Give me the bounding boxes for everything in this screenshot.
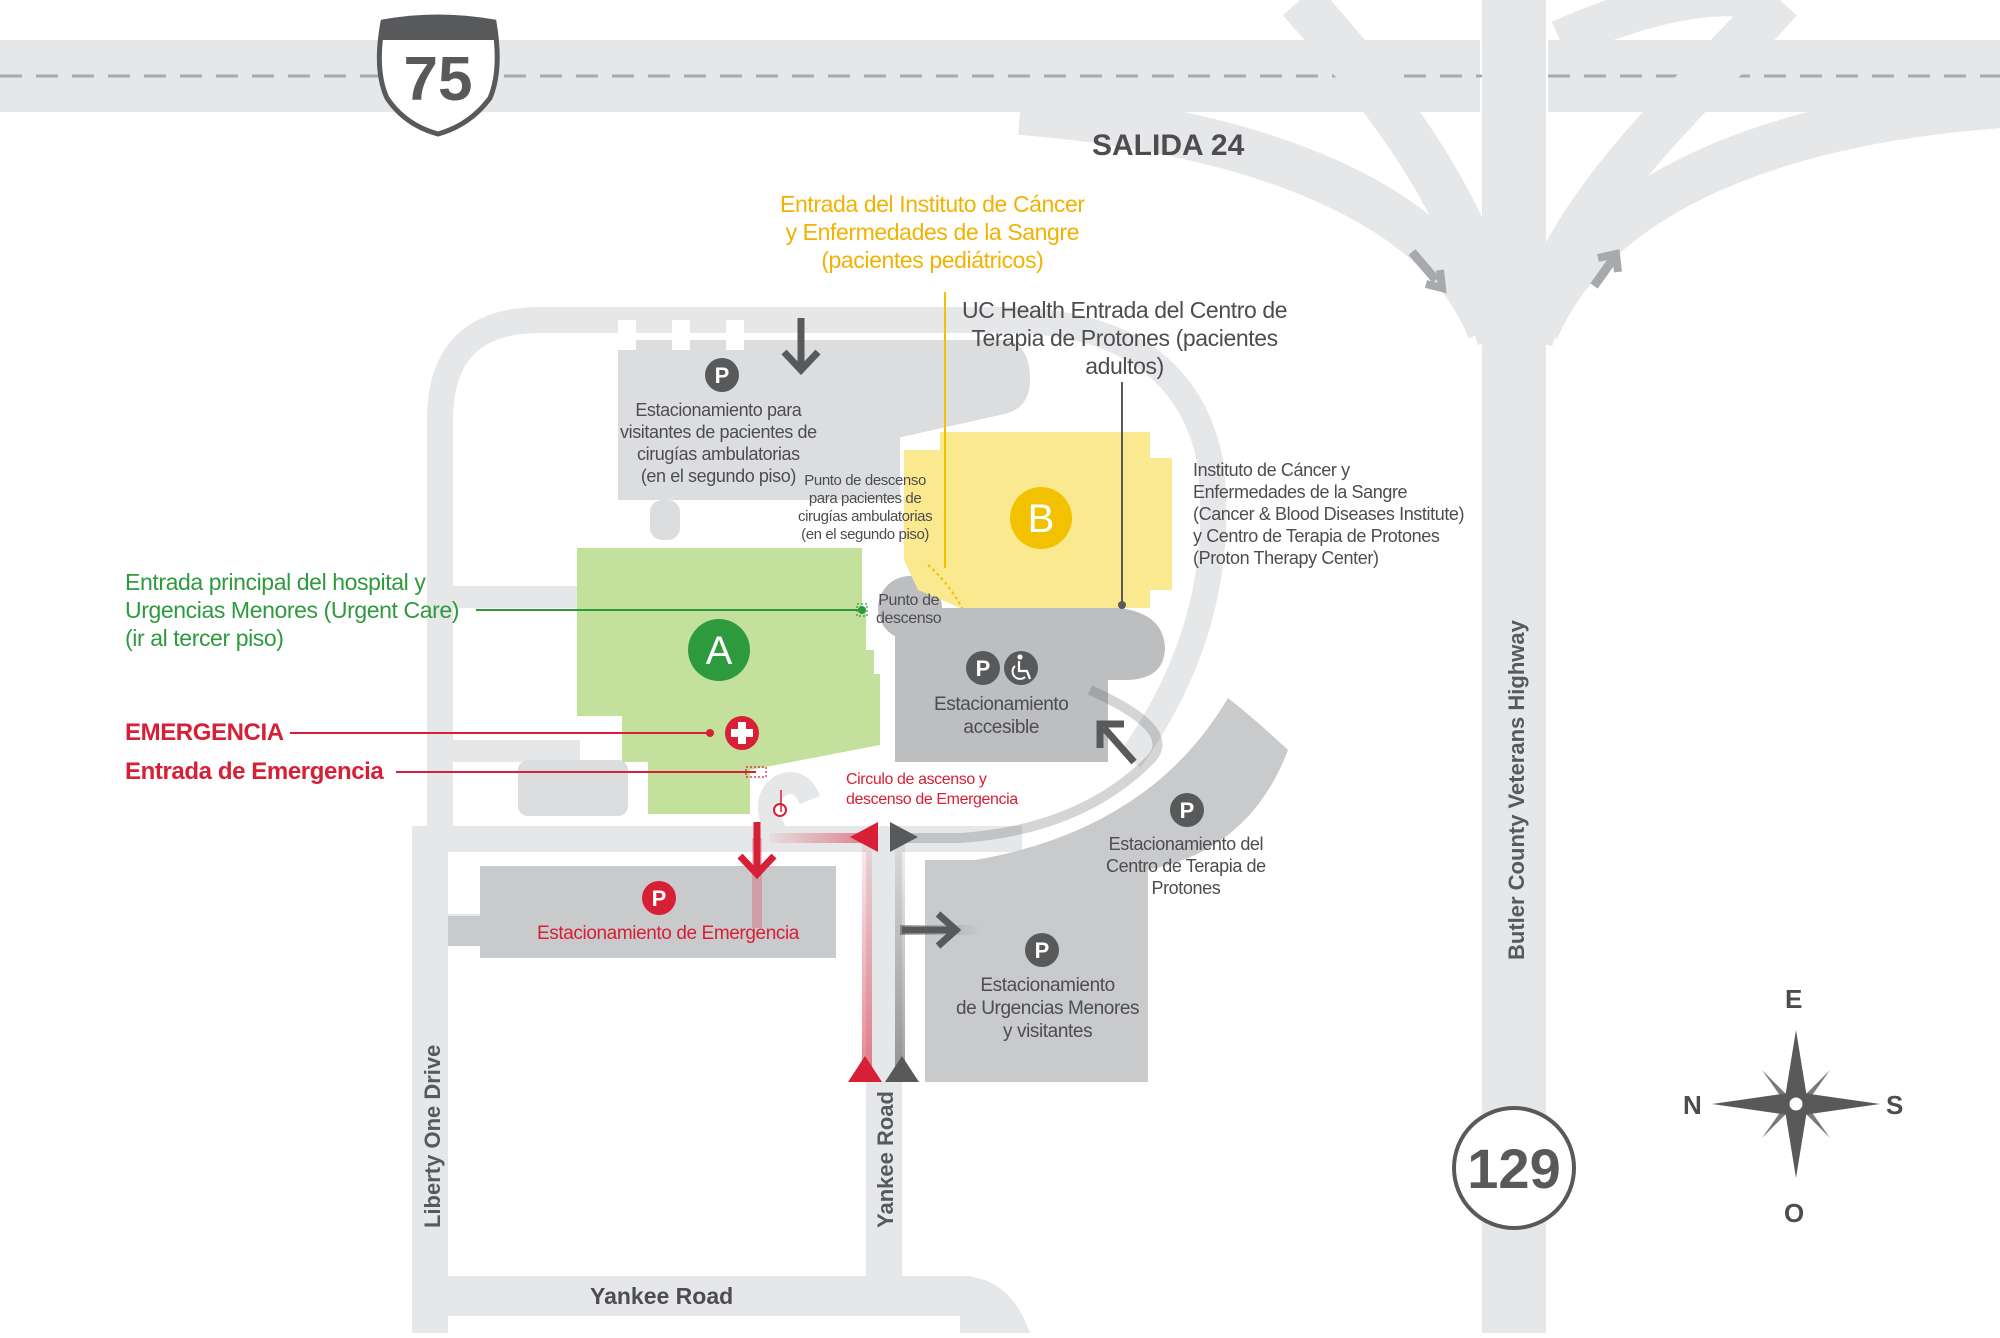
ramp-east-outer — [1514, 82, 2000, 340]
liberty-one-drive-label: Liberty One Drive — [420, 1045, 445, 1228]
parking-icon: P — [966, 651, 1000, 685]
emergency-label: EMERGENCIA — [125, 719, 284, 746]
red-route-vertical — [862, 838, 872, 1078]
gray-arrow-right-icon — [890, 822, 918, 852]
compass-rose-icon — [1712, 1030, 1880, 1178]
route129-number: 129 — [1467, 1137, 1560, 1200]
emergency-cross-icon — [725, 716, 759, 750]
emergency-circle-marker — [773, 803, 787, 817]
leader-lines — [290, 292, 1126, 812]
institute-b-label: Instituto de Cáncer y Enfermedades de la… — [1193, 460, 1465, 568]
i75-shield-number: 75 — [404, 45, 473, 114]
ramp-west-outer — [1018, 89, 1512, 339]
compass-west-label: O — [1784, 1198, 1805, 1228]
urgent-parking-label: Estacionamiento de Urgencias Menores y v… — [956, 975, 1140, 1043]
cancer-entrance-peds-label: Entrada del Instituto de Cáncer y Enferm… — [780, 191, 1085, 274]
parking-icon: P — [1025, 933, 1059, 967]
svg-text:P: P — [652, 886, 667, 911]
dropoff-point-label: Punto de descenso — [876, 592, 942, 628]
wheelchair-icon — [1004, 651, 1038, 685]
compass-north-label: N — [1683, 1090, 1702, 1120]
compass-south-label: S — [1886, 1090, 1904, 1120]
svg-text:A: A — [706, 629, 733, 673]
red-arrow-up-icon — [848, 1056, 882, 1082]
svg-text:P: P — [1035, 938, 1050, 963]
ramp-northeast — [1551, 0, 1760, 59]
route129-shield-icon: 129 — [1452, 1106, 1576, 1230]
ramp-arrow-up-icon — [1590, 255, 1618, 289]
red-route-horizontal — [770, 833, 866, 843]
yankee-road-vertical-label: Yankee Road — [873, 1091, 898, 1228]
compass-east-label: E — [1785, 984, 1803, 1014]
outpatient-parking-label: Estacionamiento para visitantes de pacie… — [620, 400, 817, 486]
main-entrance-label: Entrada principal del hospital y Urgenci… — [125, 569, 460, 652]
svg-text:P: P — [1180, 798, 1195, 823]
proton-entrance-adults-label: UC Health Entrada del Centro de Terapia … — [962, 297, 1288, 380]
gray-route-vertical — [895, 838, 905, 1078]
red-arrow-left-icon — [850, 822, 878, 852]
svg-text:B: B — [1028, 497, 1055, 541]
emergency-entrance-label: Entrada de Emergencia — [125, 758, 384, 785]
interstate-shield-icon: 75 — [376, 14, 500, 137]
exit-label: SALIDA 24 — [1092, 129, 1245, 162]
outpatient-dropoff-label: Punto de descenso para pacientes de ciru… — [798, 472, 933, 543]
emergency-circle-label: Circulo de ascenso y descenso de Emergen… — [846, 771, 1018, 808]
liberty-one-drive-road — [412, 828, 448, 1333]
gray-arrow-up-icon — [885, 1056, 919, 1082]
butler-highway-label: Butler County Veterans Highway — [1504, 619, 1529, 960]
svg-text:P: P — [976, 656, 991, 681]
building-a — [577, 548, 880, 814]
proton-parking-label: Estacionamiento del Centro de Terapia de… — [1106, 834, 1266, 898]
parking-icon: P — [1170, 793, 1204, 827]
routes — [737, 318, 1163, 1082]
campus-ring-road — [427, 307, 1227, 830]
svg-text:P: P — [715, 363, 730, 388]
gray-route-curve — [900, 685, 1163, 843]
yankee-road-horizontal-label: Yankee Road — [590, 1283, 734, 1309]
proton-parking-lot — [925, 698, 1288, 1082]
building-b-badge-icon: B — [1010, 487, 1072, 549]
emergency-parking-icon: P — [642, 881, 676, 915]
connector-road — [412, 826, 1022, 852]
accessible-parking-label: Estacionamiento accesible — [934, 694, 1069, 739]
emergency-parking-label: Estacionamiento de Emergencia — [537, 923, 799, 944]
building-a-badge-icon: A — [688, 619, 750, 681]
parking-icon: P — [705, 358, 739, 392]
gray-arrow-diagonal-icon — [1101, 725, 1137, 765]
ramp-arrow-down-icon — [1408, 249, 1440, 283]
icons: 75 129 A B P P — [376, 14, 1880, 1230]
